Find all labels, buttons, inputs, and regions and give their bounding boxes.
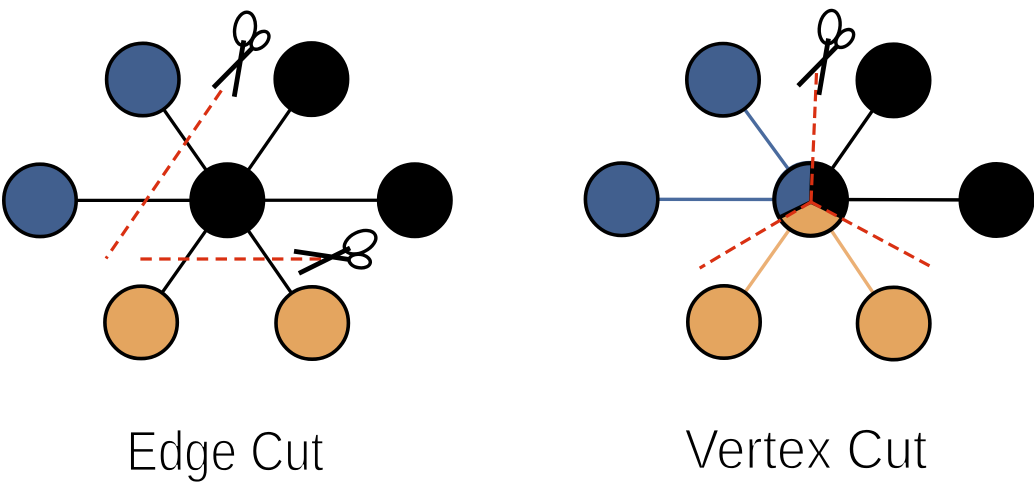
svg-text:Edge Cut: Edge Cut	[126, 419, 324, 483]
svg-text:Vertex Cut: Vertex Cut	[685, 418, 928, 482]
